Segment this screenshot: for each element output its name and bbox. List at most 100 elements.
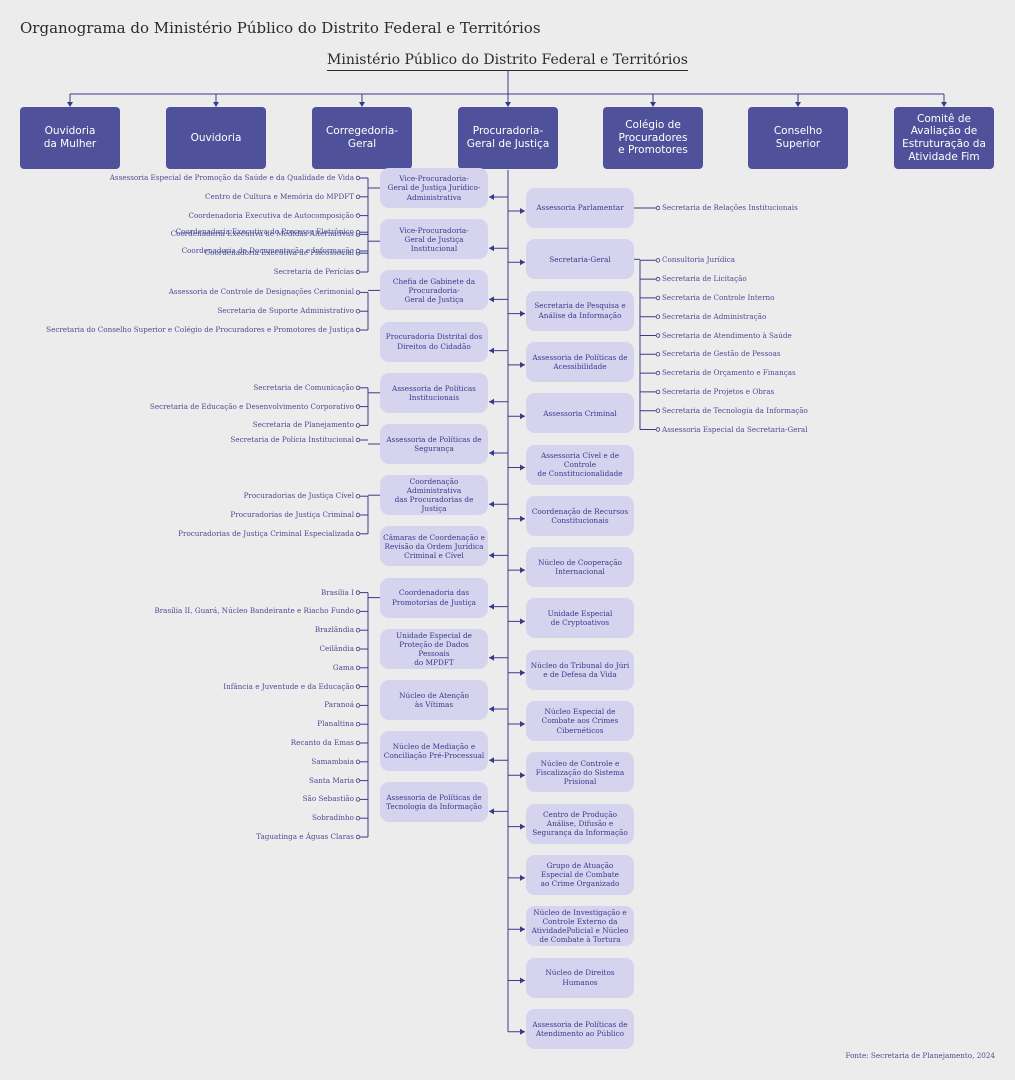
connector-dot	[655, 314, 661, 319]
right-subunit-label: Secretaria de Gestão de Pessoas	[662, 349, 781, 359]
connector-dot	[355, 269, 361, 275]
arrow-head	[489, 552, 494, 559]
arrow-head	[520, 926, 525, 933]
left-subunit-label: Procuradorias de Justiça Criminal Especi…	[178, 528, 354, 538]
connector-dot	[655, 258, 661, 263]
connector-dot	[355, 590, 361, 595]
connector-dot	[355, 494, 361, 499]
arrow-head	[520, 977, 525, 984]
top-unit: Colégio de Procuradores e Promotores	[603, 107, 703, 169]
root-node: Ministério Público do Distrito Federal e…	[0, 52, 1015, 71]
right-subunit-label: Consultoria Jurídica	[662, 255, 736, 265]
connector-dot	[655, 205, 661, 211]
left-subunit-label: Sobradinho	[311, 813, 354, 823]
arrow-head	[489, 194, 494, 200]
arrow-head	[489, 706, 494, 712]
left-subunit-label: Secretaria de Perícias	[273, 267, 354, 276]
left-subunit-label: Secretaria de Planejamento	[252, 420, 354, 430]
connector-dot	[655, 389, 661, 395]
arrow-head	[520, 361, 525, 368]
right-unit: Núcleo do Tribunal do Júri e de Defesa d…	[526, 649, 634, 690]
left-unit: Chefia de Gabinete da Procuradoria- Gera…	[380, 270, 488, 311]
left-unit: Procuradoria Distrital dos Direitos do C…	[380, 321, 488, 362]
connector-dot	[355, 385, 361, 390]
right-unit: Assessoria de Políticas de Atendimento a…	[526, 1008, 634, 1049]
connector-dot	[355, 213, 361, 218]
left-unit: Vice-Procuradoria- Geral de Justiça Inst…	[380, 219, 488, 260]
arrow-head	[520, 1028, 525, 1035]
right-subunit-label: Secretaria de Atendimento à Saúde	[662, 330, 792, 340]
connector-dot	[355, 778, 361, 783]
left-subunit-label: Paranoá	[324, 700, 354, 710]
left-subunit-label: Planaltina	[317, 719, 354, 729]
connector-dot	[355, 665, 361, 670]
arrow-head	[520, 464, 525, 471]
left-unit: Vice-Procuradoria- Geral de Justiça Jurí…	[380, 168, 488, 208]
arrow-head	[489, 347, 494, 354]
left-subunit-label: Ceilândia	[319, 644, 354, 653]
right-unit: Secretaria de Pesquisa e Análise da Info…	[526, 290, 634, 331]
right-subunit-label: Secretaria de Relações Institucionais	[662, 203, 798, 212]
connector-dot	[355, 229, 361, 235]
left-subunit-label: Taguatinga e Águas Claras	[256, 832, 354, 841]
right-subunit-label: Secretaria de Orçamento e Finanças	[662, 368, 796, 378]
top-unit: Ouvidoria	[166, 107, 266, 169]
arrow-head	[489, 808, 494, 815]
left-subunit-label: Gama	[332, 662, 354, 672]
left-subunit-label: Coordenadoria Executiva de Autocomposiçã…	[188, 210, 354, 220]
connector-dot	[355, 327, 361, 333]
left-subunit-label: Recanto da Emas	[290, 738, 354, 747]
arrow-head	[520, 413, 525, 420]
left-subunit-label: Secretaria de Polícia Institucional	[230, 435, 354, 444]
connector-dot	[355, 684, 361, 689]
left-unit: Assessoria de Políticas de Tecnologia da…	[380, 782, 488, 823]
left-subunit-label: Brasília I	[321, 587, 354, 597]
left-subunit-label: Brazlândia	[314, 625, 354, 635]
right-unit: Secretaria-Geral	[526, 239, 634, 280]
connector-dot	[355, 797, 361, 802]
left-subunit-label: Assessoria de Controle de Designações Ce…	[168, 287, 354, 297]
left-unit: Assessoria de Políticas Institucionais	[380, 372, 488, 413]
arrow-head	[489, 757, 494, 764]
connector-dot	[655, 352, 661, 357]
left-subunit-label: Coordenadoria de Documentação e Informaç…	[181, 246, 354, 255]
arrow-head	[359, 102, 365, 107]
connector-dot	[355, 609, 361, 614]
connector-dot	[355, 194, 361, 199]
left-subunit-label: Infância e Juventude e da Educação	[223, 681, 354, 691]
connector-dot	[655, 276, 661, 282]
arrow-head	[505, 102, 511, 107]
left-subunit-label: Secretaria de Comunicação	[253, 382, 354, 392]
connector-dot	[655, 408, 661, 413]
source-note: Fonte: Secretaria de Planejamento, 2024	[845, 1051, 996, 1060]
right-unit: Assessoria Cível e de Controle de Consti…	[526, 444, 634, 485]
left-subunit-label: Secretaria de Suporte Administrativo	[217, 306, 354, 316]
left-subunit-label: Secretaria de Educação e Desenvolvimento…	[149, 401, 354, 411]
left-subunit-label: Samambaia	[311, 756, 354, 766]
left-subunit-label: Brasília II, Guará, Núcleo Bandeirante e…	[154, 606, 354, 616]
left-subunit-label: Assessoria Especial de Promoção da Saúde…	[109, 173, 354, 182]
connector-dot	[355, 512, 361, 518]
root-label: Ministério Público do Distrito Federal e…	[327, 52, 688, 71]
arrow-head	[520, 618, 525, 625]
arrow-head	[489, 603, 494, 610]
connector-dot	[355, 404, 361, 409]
right-unit: Núcleo de Controle e Fiscalização do Sis…	[526, 752, 634, 793]
left-unit: Núcleo de Mediação e Conciliação Pré-Pro…	[380, 731, 488, 772]
arrow-head	[489, 501, 494, 508]
right-unit: Núcleo de Cooperação Internacional	[526, 547, 634, 588]
connector-dot	[355, 248, 361, 254]
right-unit: Assessoria de Políticas de Acessibilidad…	[526, 341, 634, 382]
right-unit: Assessoria Criminal	[526, 393, 634, 434]
arrow-head	[489, 654, 494, 661]
arrow-head	[520, 669, 525, 676]
right-subunit-label: Secretaria de Licitação	[662, 274, 747, 284]
left-subunit-label: Coordenadoria Executiva do Processo Elet…	[175, 227, 354, 237]
top-unit: Comitê de Avaliação de Estruturação da A…	[894, 107, 994, 169]
arrow-head	[650, 102, 656, 107]
left-unit: Coordenação Administrativa das Procurado…	[380, 475, 488, 516]
arrow-head	[520, 823, 525, 830]
connector-dot	[355, 437, 361, 443]
connector-dot	[355, 290, 361, 295]
right-subunit-label: Assessoria Especial da Secretaria-Geral	[662, 424, 808, 434]
